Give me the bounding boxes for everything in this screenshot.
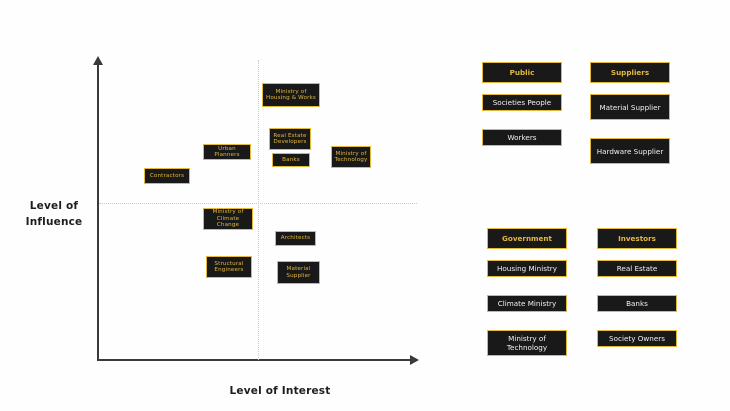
- legend-item[interactable]: Ministry of Technology: [487, 330, 567, 356]
- x-axis-label: Level of Interest: [229, 385, 331, 397]
- chart-node[interactable]: Architects: [275, 231, 316, 246]
- legend-item[interactable]: Housing Ministry: [487, 260, 567, 277]
- legend-item[interactable]: Workers: [482, 129, 562, 146]
- legend-header-investors[interactable]: Investors: [597, 228, 677, 249]
- y-axis-label-line1: Level of: [29, 200, 79, 212]
- chart-node[interactable]: Real Estate Developers: [269, 128, 311, 150]
- quadrant-divider-vertical: [258, 60, 259, 360]
- chart-node[interactable]: Contractors: [144, 168, 190, 184]
- y-axis-label: Level of Influence: [18, 198, 90, 230]
- chart-node[interactable]: Material Supplier: [277, 261, 320, 284]
- legend-header-government[interactable]: Government: [487, 228, 567, 249]
- legend-item[interactable]: Banks: [597, 295, 677, 312]
- x-axis-line: [97, 359, 414, 361]
- legend-item[interactable]: Hardware Supplier: [590, 138, 670, 164]
- legend-item[interactable]: Real Estate: [597, 260, 677, 277]
- legend-item[interactable]: Societies People: [482, 94, 562, 111]
- chart-node[interactable]: Ministry of Housing & Works: [262, 83, 320, 107]
- y-axis-label-line2: Influence: [25, 216, 83, 228]
- chart-node[interactable]: Urban Planners: [203, 144, 251, 160]
- legend-item[interactable]: Material Supplier: [590, 94, 670, 120]
- y-axis-line: [97, 62, 99, 361]
- y-axis-arrow-icon: [93, 56, 103, 65]
- chart-node[interactable]: Ministry of Climate Change: [203, 208, 253, 230]
- chart-node[interactable]: Ministry of Technology: [331, 146, 371, 168]
- legend-item[interactable]: Climate Ministry: [487, 295, 567, 312]
- x-axis-arrow-icon: [410, 355, 419, 365]
- legend-item[interactable]: Society Owners: [597, 330, 677, 347]
- chart-node[interactable]: Banks: [272, 153, 310, 167]
- stakeholder-matrix-chart: Level of Influence Level of Interest Min…: [18, 56, 419, 397]
- legend-header-public[interactable]: Public: [482, 62, 562, 83]
- legend-header-suppliers[interactable]: Suppliers: [590, 62, 670, 83]
- chart-node[interactable]: Structural Engineers: [206, 256, 252, 278]
